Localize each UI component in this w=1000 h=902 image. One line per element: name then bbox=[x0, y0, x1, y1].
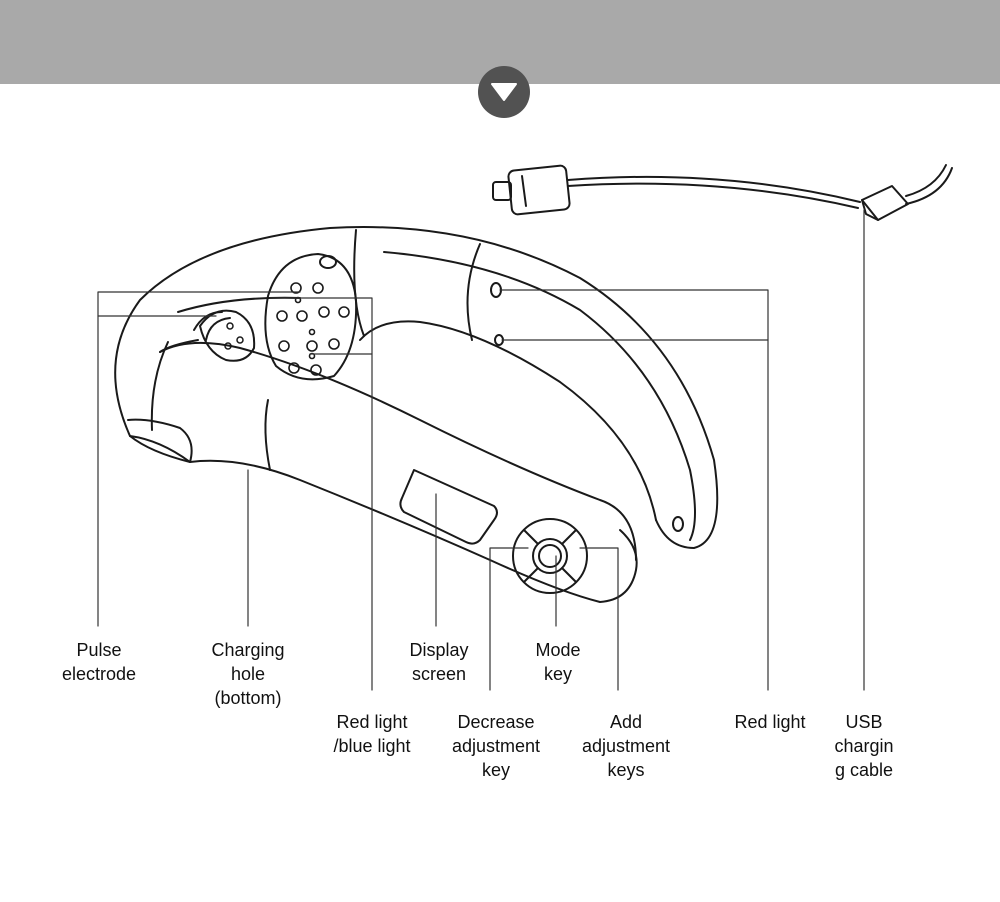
label-line: Red light bbox=[734, 712, 806, 732]
label-line: keys bbox=[607, 760, 645, 780]
label-line: chargin bbox=[834, 736, 894, 756]
label-line: Display bbox=[409, 640, 469, 660]
label-line: Decrease bbox=[457, 712, 535, 732]
display-screen-drawing bbox=[399, 469, 498, 545]
label-line: Pulse bbox=[76, 640, 122, 660]
triangle-down-icon bbox=[491, 83, 517, 101]
label-line: (bottom) bbox=[214, 688, 282, 708]
label-mode-key: Mode key bbox=[518, 638, 598, 686]
label-decrease-key: Decrease adjustment key bbox=[440, 710, 552, 782]
label-line: Charging bbox=[211, 640, 285, 660]
label-display-screen: Display screen bbox=[394, 638, 484, 686]
label-line: adjustment bbox=[581, 736, 671, 756]
label-line: Mode bbox=[535, 640, 581, 660]
device-body bbox=[114, 226, 719, 603]
label-charging-hole: Charging hole (bottom) bbox=[200, 638, 296, 710]
label-line: Red light bbox=[336, 712, 408, 732]
electrode-pad-large bbox=[264, 253, 358, 381]
label-line: key bbox=[481, 760, 510, 780]
label-line: /blue light bbox=[333, 736, 411, 756]
label-pulse-electrode: Pulse electrode bbox=[54, 638, 144, 686]
label-red-light: Red light bbox=[722, 710, 818, 734]
label-line: Add bbox=[609, 712, 643, 732]
label-usb-cable: USB chargin g cable bbox=[822, 710, 906, 782]
label-line: adjustment bbox=[451, 736, 541, 756]
leader-lines bbox=[97, 209, 865, 691]
label-line: hole bbox=[230, 664, 266, 684]
scroll-down-button[interactable] bbox=[478, 66, 530, 118]
label-line: key bbox=[543, 664, 572, 684]
label-line: screen bbox=[411, 664, 467, 684]
label-line: USB bbox=[845, 712, 883, 732]
label-add-keys: Add adjustment keys bbox=[570, 710, 682, 782]
label-red-blue-light: Red light /blue light bbox=[322, 710, 422, 758]
usb-cable-drawing bbox=[492, 164, 953, 221]
electrode-pad-small bbox=[193, 309, 256, 362]
label-line: g cable bbox=[834, 760, 894, 780]
label-line: electrode bbox=[61, 664, 137, 684]
control-keypad-drawing bbox=[512, 518, 588, 594]
